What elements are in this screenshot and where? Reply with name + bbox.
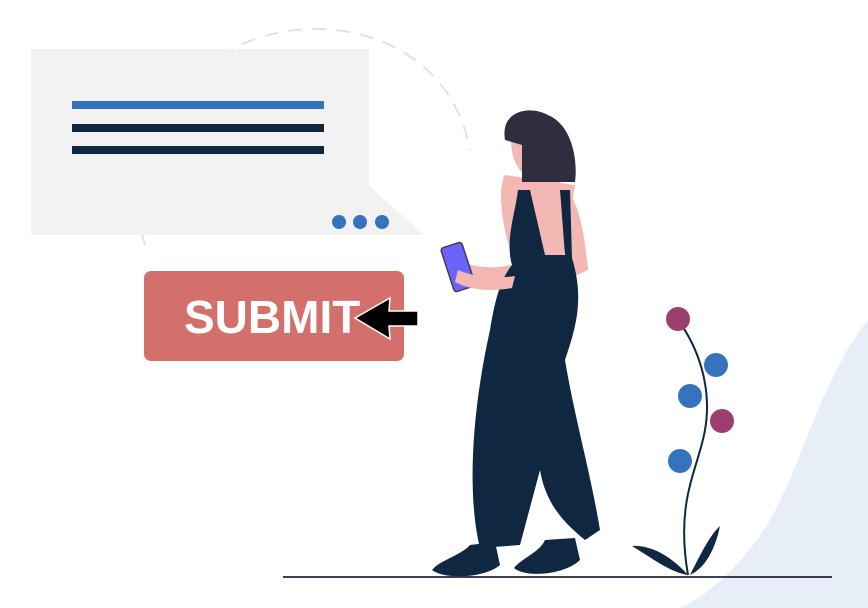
dashed-arc [139, 28, 471, 246]
background-shape [680, 320, 868, 608]
typing-dots-icon [332, 215, 389, 229]
text-line-accent [72, 101, 324, 109]
submit-button-label[interactable]: SUBMIT [184, 291, 361, 343]
text-line [72, 146, 324, 154]
woman-figure [432, 110, 600, 577]
flower-plant [632, 307, 734, 576]
text-line [72, 124, 324, 132]
speech-bubble [31, 49, 424, 235]
